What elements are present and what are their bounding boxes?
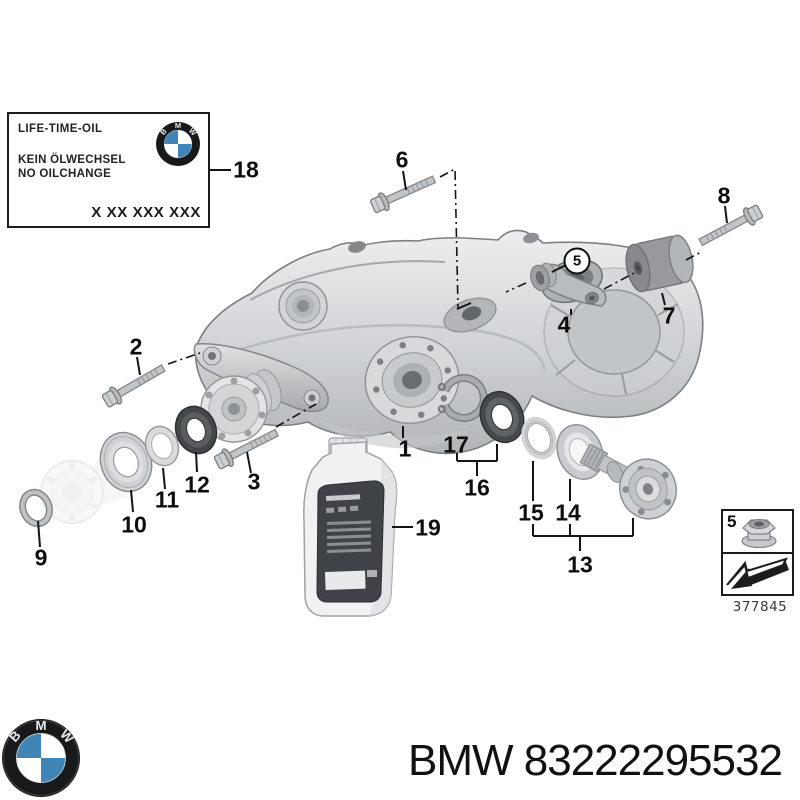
oil-bottle-illustration: [303, 437, 398, 617]
seal-12-illustration: [174, 405, 218, 455]
plate-line-english: NO OILCHANGE: [18, 168, 112, 180]
output-flange-illustration: [579, 443, 677, 520]
callout-11: 11: [154, 486, 180, 513]
seal-16-illustration: [479, 390, 525, 444]
callout-6: 6: [395, 146, 409, 173]
callout-17: 17: [443, 431, 469, 458]
callout-16: 16: [464, 474, 490, 501]
assembly-axis-lines: [167, 167, 702, 428]
bolt-8-illustration: [695, 201, 766, 252]
direction-arrow-icon: [726, 557, 789, 589]
roundel-letter-m: M: [175, 122, 181, 130]
callout-19: 19: [415, 514, 441, 541]
bolt-2-illustration: [99, 359, 169, 411]
diagram-number: 377845: [732, 599, 788, 615]
callout-9: 9: [34, 544, 48, 571]
callout-8: 8: [717, 182, 731, 209]
part-number-text: BMW 83222295532: [408, 736, 783, 785]
bearing-hub: [364, 336, 460, 424]
callout-1: 1: [398, 435, 412, 462]
roundel-letter-b: B: [158, 126, 169, 136]
plate-part-code: X XX XXX XXX: [91, 204, 201, 221]
plate-line-german: KEIN ÖLWECHSEL: [18, 154, 126, 166]
flange-nut-illustration: [741, 519, 777, 549]
snap-ring-17-illustration: [437, 374, 488, 422]
inset-reference-box: [721, 509, 794, 596]
ring-9-illustration: [19, 488, 53, 528]
callout-7: 7: [662, 302, 676, 329]
ring-15-illustration: [521, 416, 557, 460]
callout-15: 15: [518, 499, 544, 526]
bmw-roundel-small: B M W: [156, 122, 200, 166]
callout-3: 3: [247, 468, 261, 495]
roundel-letter-m: M: [35, 718, 46, 733]
callout-18: 18: [233, 156, 259, 183]
bmw-roundel-large: B M W: [2, 718, 81, 797]
cover-bolt-hole: [443, 297, 497, 333]
ring-11-illustration: [144, 425, 180, 467]
inset-ref-number: 5: [727, 512, 737, 531]
arm-4-illustration: [530, 262, 607, 307]
callout-14: 14: [555, 499, 581, 526]
callout-13: 13: [567, 551, 593, 578]
lifetime-oil-plate: LIFE-TIME-OIL KEIN ÖLWECHSEL NO OILCHANG…: [7, 112, 210, 228]
bushing-7-illustration: [625, 234, 694, 293]
roundel-letter-w: W: [187, 126, 199, 138]
plate-title: LIFE-TIME-OIL: [18, 123, 103, 135]
callout-5-circled: 5: [563, 247, 591, 275]
leader-lines: [37, 169, 728, 551]
callout-12: 12: [184, 471, 210, 498]
callout-10: 10: [121, 511, 147, 538]
callout-2: 2: [129, 333, 143, 360]
callout-4: 4: [557, 311, 571, 338]
